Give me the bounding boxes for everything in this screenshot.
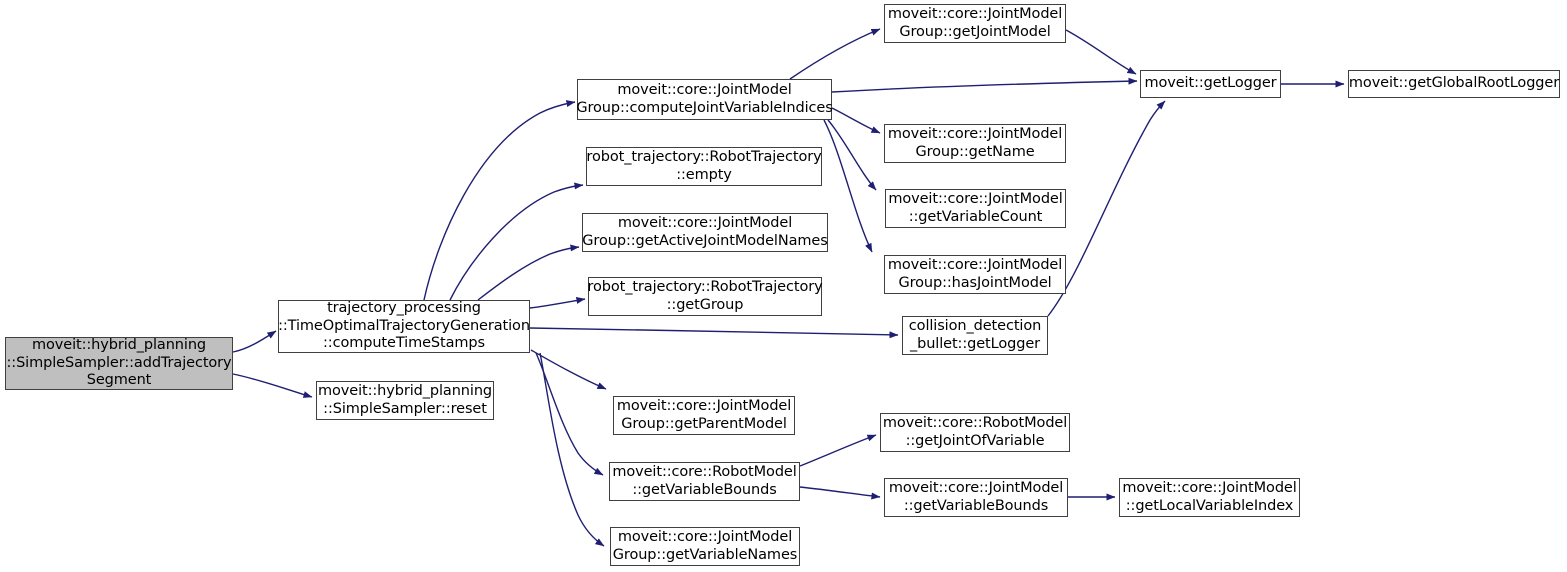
graph-node-addTrajectorySegment[interactable]: moveit::hybrid_planning ::SimpleSampler:… (5, 336, 233, 390)
graph-edge-computeTimeStamps-to-computeJointVariableIndices (423, 100, 576, 301)
graph-edge-computeJointVariableIndices-to-getJointModel (789, 28, 881, 80)
graph-node-getParentModel[interactable]: moveit::core::JointModel Group::getParen… (613, 396, 795, 435)
graph-edge-computeTimeStamps-to-robotTrajectoryEmpty (449, 182, 584, 301)
graph-node-hasJointModel[interactable]: moveit::core::JointModel Group::hasJoint… (884, 255, 1066, 294)
graph-edge-addTrajectorySegment-to-simpleSamplerReset (232, 373, 313, 398)
graph-edge-computeJointVariableIndices-to-getLogger (831, 77, 1138, 93)
graph-edge-addTrajectorySegment-to-computeTimeStamps (232, 330, 277, 353)
graph-edge-computeTimeStamps-to-robotTrajectoryGetGroup (529, 297, 586, 309)
graph-edge-computeTimeStamps-to-getParentModel (530, 349, 607, 390)
graph-node-robotModelGetVariableBounds[interactable]: moveit::core::RobotModel ::getVariableBo… (609, 462, 800, 501)
graph-node-getActiveJointModelNames[interactable]: moveit::core::JointModel Group::getActiv… (582, 213, 828, 252)
graph-node-robotTrajectoryEmpty[interactable]: robot_trajectory::RobotTrajectory ::empt… (586, 147, 822, 186)
graph-node-getVariableCount[interactable]: moveit::core::JointModel ::getVariableCo… (885, 189, 1066, 228)
graph-node-getLocalVariableIndex[interactable]: moveit::core::JointModel ::getLocalVaria… (1119, 478, 1300, 517)
graph-node-getVariableNames[interactable]: moveit::core::JointModel Group::getVaria… (610, 527, 800, 566)
graph-edge-computeTimeStamps-to-robotModelGetVariableBounds (535, 352, 604, 476)
graph-node-simpleSamplerReset[interactable]: moveit::hybrid_planning ::SimpleSampler:… (316, 381, 494, 420)
graph-edge-computeTimeStamps-to-collisionDetectionBulletGetLogger (529, 327, 899, 339)
graph-edge-computeTimeStamps-to-getVariableNames (539, 352, 605, 547)
graph-node-getGlobalRootLogger[interactable]: moveit::getGlobalRootLogger (1348, 70, 1560, 98)
graph-edge-robotModelGetVariableBounds-to-getJointOfVariable (799, 434, 877, 467)
graph-node-getLogger[interactable]: moveit::getLogger (1140, 70, 1281, 98)
graph-node-getJointOfVariable[interactable]: moveit::core::RobotModel ::getJointOfVar… (880, 413, 1070, 452)
graph-node-computeTimeStamps[interactable]: trajectory_processing ::TimeOptimalTraje… (278, 299, 530, 353)
graph-node-collisionDetectionBulletGetLogger[interactable]: collision_detection _bullet::getLogger (902, 316, 1048, 355)
graph-edge-computeJointVariableIndices-to-getName (831, 107, 881, 134)
graph-edge-computeJointVariableIndices-to-getVariableCount (827, 119, 877, 191)
graph-node-robotTrajectoryGetGroup[interactable]: robot_trajectory::RobotTrajectory ::getG… (587, 277, 823, 316)
graph-edge-robotModelGetVariableBounds-to-jointModelGetVariableBounds (799, 486, 881, 500)
graph-node-jointModelGetVariableBounds[interactable]: moveit::core::JointModel ::getVariableBo… (884, 478, 1068, 517)
graph-edge-getJointModel-to-getLogger (1065, 29, 1137, 75)
graph-node-computeJointVariableIndices[interactable]: moveit::core::JointModel Group::computeJ… (576, 79, 833, 120)
graph-node-getName[interactable]: moveit::core::JointModel Group::getName (884, 124, 1066, 163)
graph-edge-computeJointVariableIndices-to-hasJointModel (823, 119, 873, 253)
graph-node-getJointModel[interactable]: moveit::core::JointModel Group::getJoint… (884, 4, 1066, 43)
graph-edge-computeTimeStamps-to-getActiveJointModelNames (477, 244, 580, 301)
